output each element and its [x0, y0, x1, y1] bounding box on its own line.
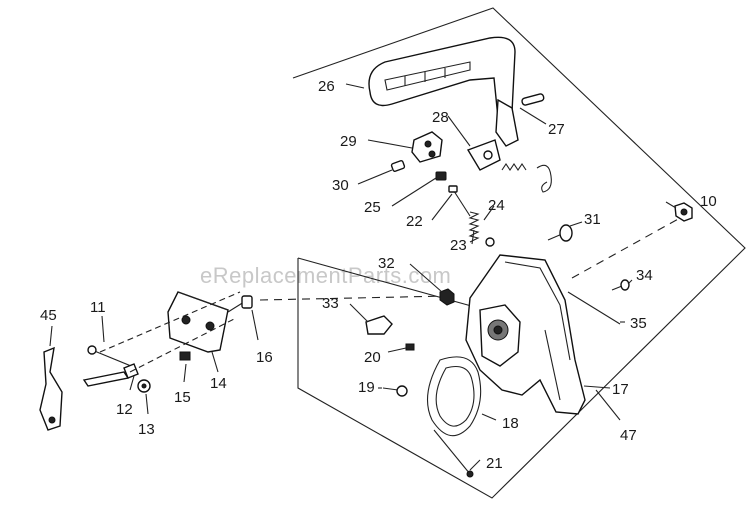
callout-34: 34: [636, 267, 653, 284]
callout-12: 12: [116, 401, 133, 418]
callout-27: 27: [548, 121, 565, 138]
part-30-pin: [390, 160, 406, 172]
callout-11: 11: [90, 299, 106, 316]
part-31-bolt: [547, 224, 573, 242]
part-11-screw: [87, 345, 137, 369]
part-28-lever: [466, 139, 501, 171]
callout-22: 22: [406, 213, 423, 230]
assembly-boundary: [292, 7, 746, 499]
part-20-pin: [405, 343, 415, 351]
callout-24: 24: [488, 197, 505, 214]
part-19-screw: [382, 385, 408, 397]
callout-17: 17: [612, 381, 629, 398]
callout-35: 35: [630, 315, 647, 332]
part-18-brake-band: [427, 356, 482, 437]
part-17-clutch-cover: [465, 254, 586, 415]
callout-10: 10: [700, 193, 717, 210]
callout-18: 18: [502, 415, 519, 432]
callout-16: 16: [256, 349, 273, 366]
callout-45: 45: [40, 307, 57, 324]
callout-26: 26: [318, 78, 335, 95]
callout-20: 20: [364, 349, 381, 366]
leader-lines: [49, 83, 677, 471]
callout-14: 14: [210, 375, 227, 392]
part-34-screw: [611, 279, 630, 291]
part-29-block: [411, 131, 443, 163]
callout-33: 33: [322, 295, 339, 312]
part-21-rod: [433, 429, 474, 478]
part-32-nut: [439, 288, 455, 306]
hook-spring: [536, 164, 552, 193]
callout-15: 15: [174, 389, 191, 406]
part-25-block: [435, 171, 447, 181]
callout-19: 19: [358, 379, 375, 396]
callout-numbers: 26 27 28 29 30 25 22 24 23 31 10 32 34 3…: [40, 78, 717, 472]
part-10-nut: [674, 202, 693, 222]
spring-part-28: [501, 163, 527, 171]
callout-23: 23: [450, 237, 467, 254]
part-27-pin: [521, 93, 545, 106]
part-24-spring: [468, 211, 495, 247]
callout-13: 13: [138, 421, 155, 438]
part-13-nut: [137, 379, 151, 393]
callout-29: 29: [340, 133, 357, 150]
part-16-bolt: [227, 295, 253, 313]
callout-21: 21: [486, 455, 503, 472]
part-15-clip: [179, 351, 191, 361]
part-14-bracket: [167, 291, 229, 353]
callout-25: 25: [364, 199, 381, 216]
part-45-lever: [39, 346, 63, 431]
callout-30: 30: [332, 177, 349, 194]
callout-47: 47: [620, 427, 637, 444]
part-22-rod: [448, 185, 471, 217]
part-26-guard-bar: [368, 36, 519, 147]
watermark-text: eReplacementParts.com: [200, 263, 451, 288]
alignment-lines: [99, 217, 681, 373]
callout-31: 31: [584, 211, 601, 228]
callout-28: 28: [432, 109, 449, 126]
part-33-block: [365, 315, 393, 335]
part-12-stud: [82, 363, 139, 387]
callout-32: 32: [378, 255, 395, 272]
